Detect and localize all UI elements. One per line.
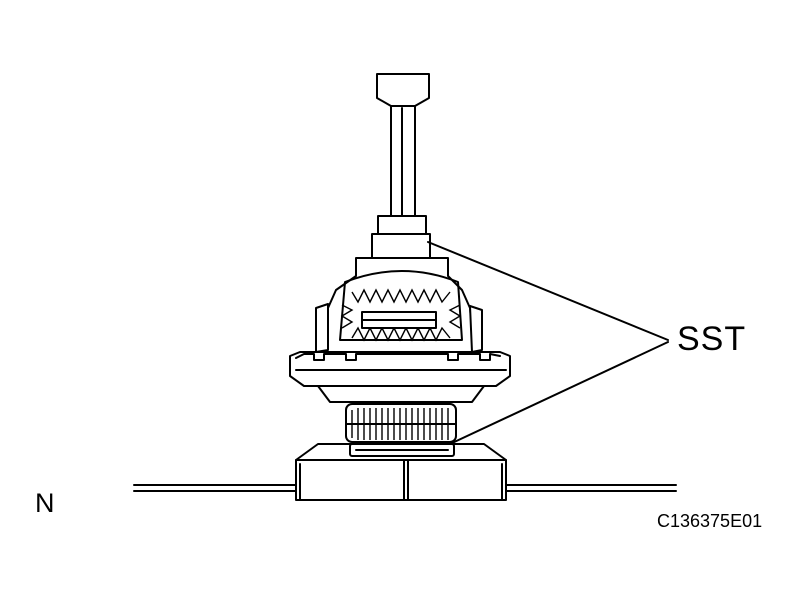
direction-label: N xyxy=(35,488,55,518)
bearing xyxy=(345,403,457,443)
figure-code: C136375E01 xyxy=(657,511,763,531)
press-bed xyxy=(295,443,507,501)
sst-leader-lines xyxy=(427,241,669,445)
sst-lower-plate xyxy=(349,443,455,457)
sst-label: SST xyxy=(677,320,747,358)
sst-upper-adapter xyxy=(371,215,431,259)
ring-gear-flange xyxy=(289,351,511,403)
press-ram xyxy=(376,73,430,219)
table-rails xyxy=(133,484,677,492)
differential-case xyxy=(315,257,483,353)
side-gear-teeth xyxy=(340,288,462,342)
